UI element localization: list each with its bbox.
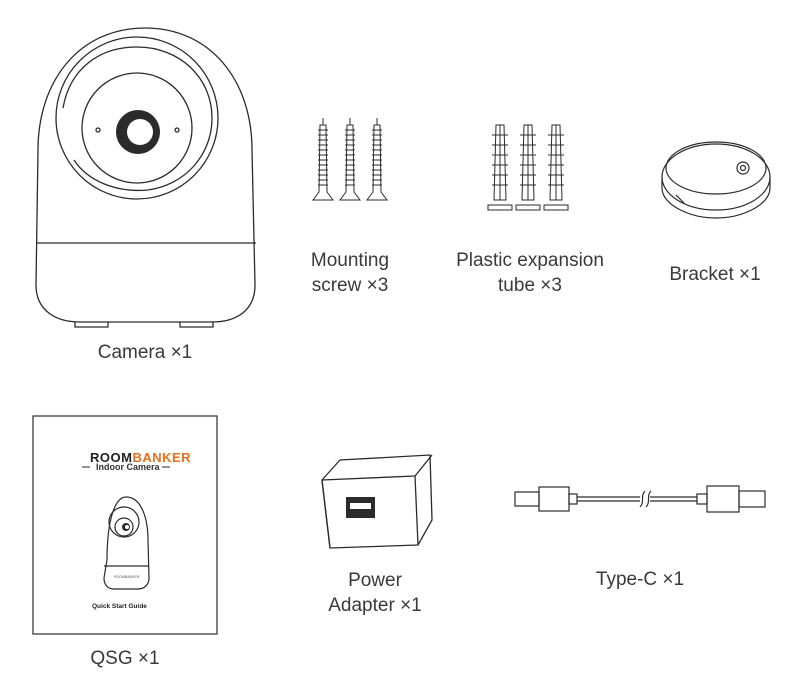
qsg-camera-mini-brand: ROOMBANKER [114,575,140,579]
qsg-subtitle: Indoor Camera [96,462,160,472]
tubes-label-line2: tube ×3 [498,275,562,296]
screws-label-line2: screw ×3 [311,275,389,296]
camera-label: Camera ×1 [97,342,193,363]
qsg-label: QSG ×1 [90,648,160,669]
qsg-brand-part2: BANKER [132,450,192,465]
bracket-label: Bracket ×1 [669,264,761,285]
qsg-brand-logo: ROOMBANKER [90,450,191,465]
qsg-brand-part1: ROOM [90,450,133,465]
qsg-footer: Quick Start Guide [92,603,147,610]
adapter-label-line1: Power [348,570,402,591]
tubes-label-line1: Plastic expansion [456,250,604,271]
cable-label: Type-C ×1 [595,569,685,590]
screws-label-line1: Mounting [310,250,390,271]
adapter-label-line2: Adapter ×1 [328,595,422,616]
